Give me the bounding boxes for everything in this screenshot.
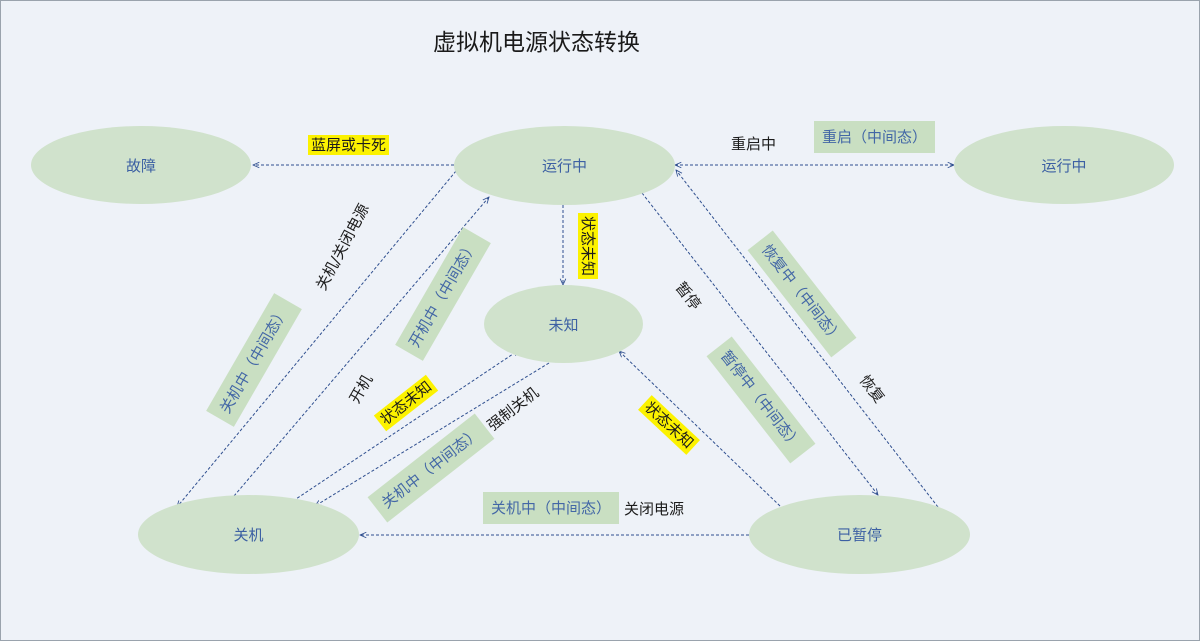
page-title: 虚拟机电源状态转换	[433, 30, 640, 56]
label-unknown-state-top: 状态未知	[578, 212, 599, 280]
arrow-paused-to-unknown	[619, 351, 781, 507]
node-running[interactable]: 运行中	[454, 126, 675, 205]
arrow-paused-to-running	[676, 170, 939, 508]
label-restart: 重启中	[731, 135, 777, 153]
node-fault[interactable]: 故障	[31, 126, 251, 204]
node-unknown[interactable]: 未知	[484, 285, 643, 363]
arrow-running-to-off	[177, 170, 457, 507]
node-running-2[interactable]: 运行中	[954, 126, 1174, 204]
arrow-off-to-unknown	[292, 350, 519, 502]
label-bluescreen: 蓝屏或卡死	[308, 135, 390, 155]
label-power-off: 关闭电源	[624, 500, 685, 518]
arrow-unknown-to-off-force	[315, 362, 550, 506]
node-off[interactable]: 关机	[138, 495, 359, 574]
arrow-running-to-paused	[641, 192, 878, 495]
node-paused[interactable]: 已暂停	[749, 495, 970, 574]
arrow-off-to-running	[233, 197, 489, 497]
label-restart-intermediate: 重启（中间态）	[814, 121, 936, 153]
label-shutting-down-bottom: 关机中（中间态）	[483, 492, 620, 524]
